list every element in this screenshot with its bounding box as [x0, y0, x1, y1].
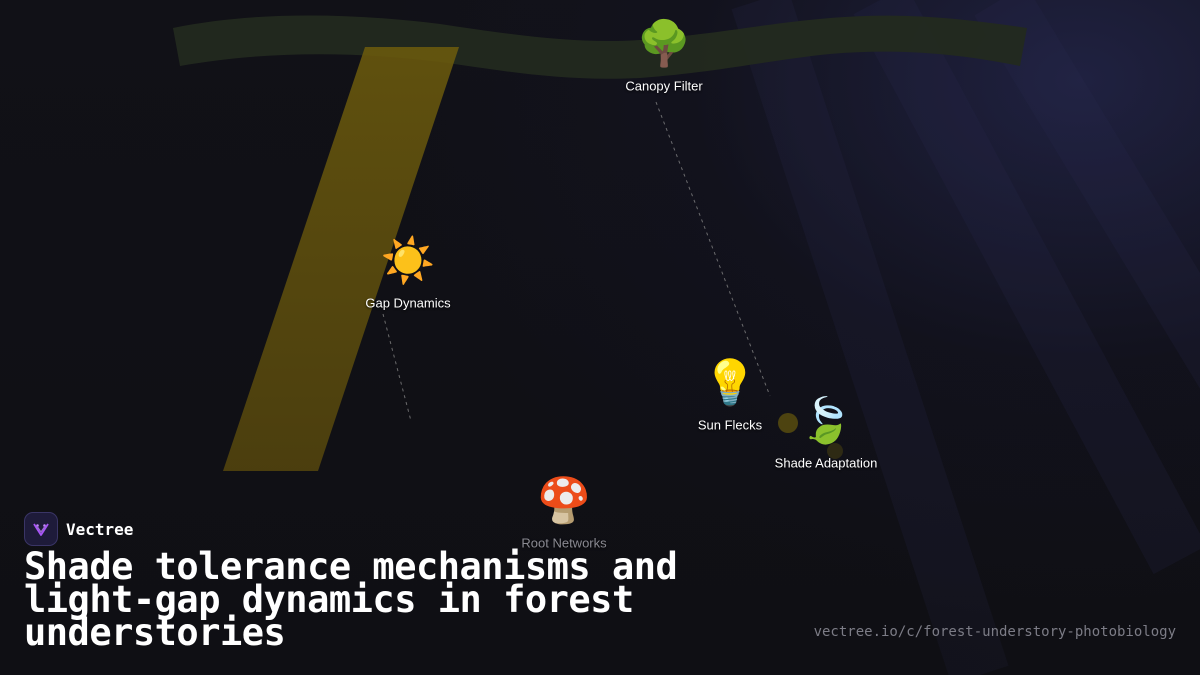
connector-canopy-to-flecks — [655, 101, 771, 397]
leaf-fluttering-icon: 🍃 — [798, 395, 854, 447]
node-label: Shade Adaptation — [774, 455, 878, 471]
node-label: Canopy Filter — [625, 78, 703, 94]
sun-icon: ☀️ — [380, 235, 436, 287]
mushroom-icon: 🍄 — [536, 475, 592, 527]
light-bulb-icon: 💡 — [702, 357, 758, 409]
vectree-logo-icon — [24, 512, 58, 546]
node-canopy-filter: 🌳 Canopy Filter — [625, 18, 703, 94]
node-label: Gap Dynamics — [365, 295, 451, 311]
node-shade-adaptation: 🍃 Shade Adaptation — [774, 395, 878, 471]
node-label: Sun Flecks — [697, 417, 763, 433]
canopy-band — [173, 15, 1027, 79]
node-gap-dynamics: ☀️ Gap Dynamics — [365, 235, 451, 311]
fleck-dot — [778, 413, 798, 433]
brand-name: Vectree — [66, 519, 134, 539]
bottom-fade — [0, 470, 1200, 675]
light-gap-beam — [223, 47, 459, 471]
page-title: Shade tolerance mechanisms and light-gap… — [24, 545, 678, 654]
node-sun-flecks: 💡 Sun Flecks — [697, 357, 763, 433]
connector-gap-downward — [382, 313, 412, 422]
source-url[interactable]: vectree.io/c/forest-understory-photobiol… — [813, 624, 1176, 640]
shade-dot — [827, 443, 843, 459]
deciduous-tree-icon: 🌳 — [636, 18, 692, 70]
node-root-networks: 🍄 Root Networks — [521, 475, 607, 551]
brand: Vectree — [24, 512, 133, 546]
node-label: Root Networks — [521, 535, 607, 551]
